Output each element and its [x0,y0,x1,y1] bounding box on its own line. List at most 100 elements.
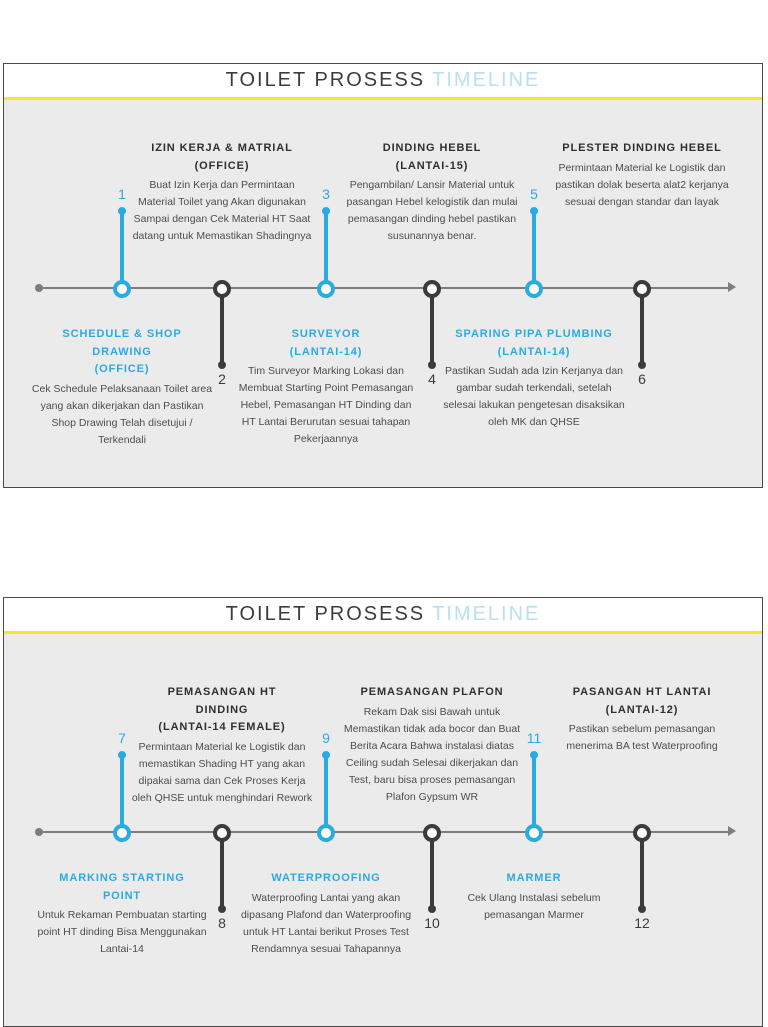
milestone-text: MARKING STARTING POINT Untuk Rekaman Pem… [22,870,222,958]
milestone-ring-icon [525,280,543,298]
timeline-start-dot-icon [35,284,43,292]
yellow-divider [4,97,762,100]
milestone-body: Pastikan Sudah ada Izin Kerjanya dan gam… [443,365,625,429]
milestone-text: SURVEYOR (LANTAI-14) Tim Surveyor Markin… [226,326,426,448]
milestone-heading: MARMER [506,872,562,884]
milestone-dot-icon [118,207,126,215]
milestone-number: 3 [322,186,330,202]
milestone-stem [324,757,328,831]
milestone-body: Tim Surveyor Marking Lokasi dan Membuat … [238,365,414,446]
milestone-body: Cek Schedule Pelaksanaan Toilet area yan… [31,382,213,446]
milestone-number: 5 [530,186,538,202]
milestone-ring-icon [317,280,335,298]
milestone-ring-icon [423,280,441,298]
milestone-number: 10 [424,915,440,931]
timeline-start-dot-icon [35,828,43,836]
timeline-canvas: 7 MARKING STARTING POINT Untuk Rekaman P… [4,634,762,1020]
milestone-body: Permintaan Material ke Logistik dan mema… [131,740,313,804]
milestone-heading: MARKING STARTING POINT [59,872,185,902]
timeline-line [38,831,730,833]
milestone-stem [324,213,328,287]
milestone-text: PEMASANGAN PLAFON Rekam Dak sisi Bawah u… [332,684,532,806]
milestone-text: PLESTER DINDING HEBEL Permintaan Materia… [542,140,742,211]
milestone-text: SCHEDULE & SHOP DRAWING (OFFICE) Cek Sch… [22,326,222,449]
milestone-text: PEMASANGAN HT DINDING (LANTAI-14 FEMALE)… [122,684,322,807]
milestone-body: Rekam Dak sisi Bawah untuk Memastikan ti… [343,705,521,803]
milestone-number: 1 [118,186,126,202]
milestone-body: Buat Izin Kerja dan Permintaan Material … [132,179,312,243]
milestone-dot-icon [530,751,538,759]
milestone-stem [640,289,644,363]
timeline-panel-1: TOILET PROSESS TIMELINE 1 SCHEDULE & SHO… [3,63,763,488]
milestone-ring-icon [423,824,441,842]
milestone-dot-icon [218,361,226,369]
milestone-number: 12 [634,915,650,931]
timeline-panel-2: TOILET PROSESS TIMELINE 7 MARKING STARTI… [3,597,763,1027]
milestone-dot-icon [428,905,436,913]
milestone-ring-icon [113,280,131,298]
milestone-dot-icon [322,751,330,759]
timeline-arrow-icon [728,282,736,292]
milestone-ring-icon [633,280,651,298]
panel-title-bar: TOILET PROSESS TIMELINE [4,64,762,97]
timeline-arrow-icon [728,826,736,836]
milestone-stem [532,757,536,831]
milestone-ring-icon [213,824,231,842]
milestone-stem [430,289,434,363]
panel-title-accent: TIMELINE [432,69,541,91]
milestone-stem [120,757,124,831]
yellow-divider [4,631,762,634]
milestone-stem [532,213,536,287]
milestone-heading: SURVEYOR (LANTAI-14) [289,328,363,358]
milestone-dot-icon [638,905,646,913]
milestone-text: DINDING HEBEL (LANTAI-15) Pengambilan/ L… [332,140,532,245]
milestone-number: 9 [322,730,330,746]
milestone-body: Pastikan sebelum pemasangan menerima BA … [566,723,718,753]
milestone-ring-icon [317,824,335,842]
milestone-ring-icon [525,824,543,842]
milestone-text: MARMER Cek Ulang Instalasi sebelum pemas… [434,870,634,924]
milestone-number: 11 [526,730,542,746]
milestone-text: WATERPROOFING Waterproofing Lantai yang … [226,870,426,958]
milestone-ring-icon [213,280,231,298]
panel-title-accent: TIMELINE [432,603,541,625]
milestone-body: Waterproofing Lantai yang akan dipasang … [240,891,412,955]
milestone-text: IZIN KERJA & MATRIAL (OFFICE) Buat Izin … [122,140,322,245]
milestone-heading: SPARING PIPA PLUMBING (LANTAI-14) [455,328,613,358]
milestone-ring-icon [113,824,131,842]
milestone-heading: WATERPROOFING [271,872,381,884]
milestone-stem [220,289,224,363]
timeline-canvas: 1 SCHEDULE & SHOP DRAWING (OFFICE) Cek S… [4,100,762,486]
milestone-stem [430,833,434,907]
milestone-stem [220,833,224,907]
milestone-dot-icon [322,207,330,215]
milestone-dot-icon [218,905,226,913]
milestone-dot-icon [530,207,538,215]
milestone-dot-icon [638,361,646,369]
milestone-heading: SCHEDULE & SHOP DRAWING (OFFICE) [62,328,182,376]
milestone-number: 4 [428,371,436,387]
milestone-stem [640,833,644,907]
milestone-heading: PLESTER DINDING HEBEL [562,142,722,154]
milestone-number: 2 [218,371,226,387]
milestone-heading: IZIN KERJA & MATRIAL (OFFICE) [151,142,293,172]
milestone-number: 7 [118,730,126,746]
panel-title: TOILET PROSESS [225,603,426,625]
panel-title-bar: TOILET PROSESS TIMELINE [4,598,762,631]
milestone-text: SPARING PIPA PLUMBING (LANTAI-14) Pastik… [434,326,634,431]
milestone-dot-icon [118,751,126,759]
milestone-text: PASANGAN HT LANTAI (LANTAI-12) Pastikan … [542,684,742,755]
milestone-number: 6 [638,371,646,387]
milestone-heading: PEMASANGAN PLAFON [360,686,504,698]
milestone-body: Untuk Rekaman Pembuatan starting point H… [37,909,207,956]
milestone-heading: DINDING HEBEL (LANTAI-15) [382,142,482,172]
panel-title: TOILET PROSESS [225,69,426,91]
milestone-stem [120,213,124,287]
milestone-body: Pengambilan/ Lansir Material untuk pasan… [346,179,518,243]
milestone-heading: PEMASANGAN HT DINDING (LANTAI-14 FEMALE) [158,686,286,734]
milestone-body: Permintaan Material ke Logistik dan past… [555,161,729,208]
milestone-ring-icon [633,824,651,842]
milestone-heading: PASANGAN HT LANTAI (LANTAI-12) [572,686,712,716]
timeline-line [38,287,730,289]
milestone-dot-icon [428,361,436,369]
